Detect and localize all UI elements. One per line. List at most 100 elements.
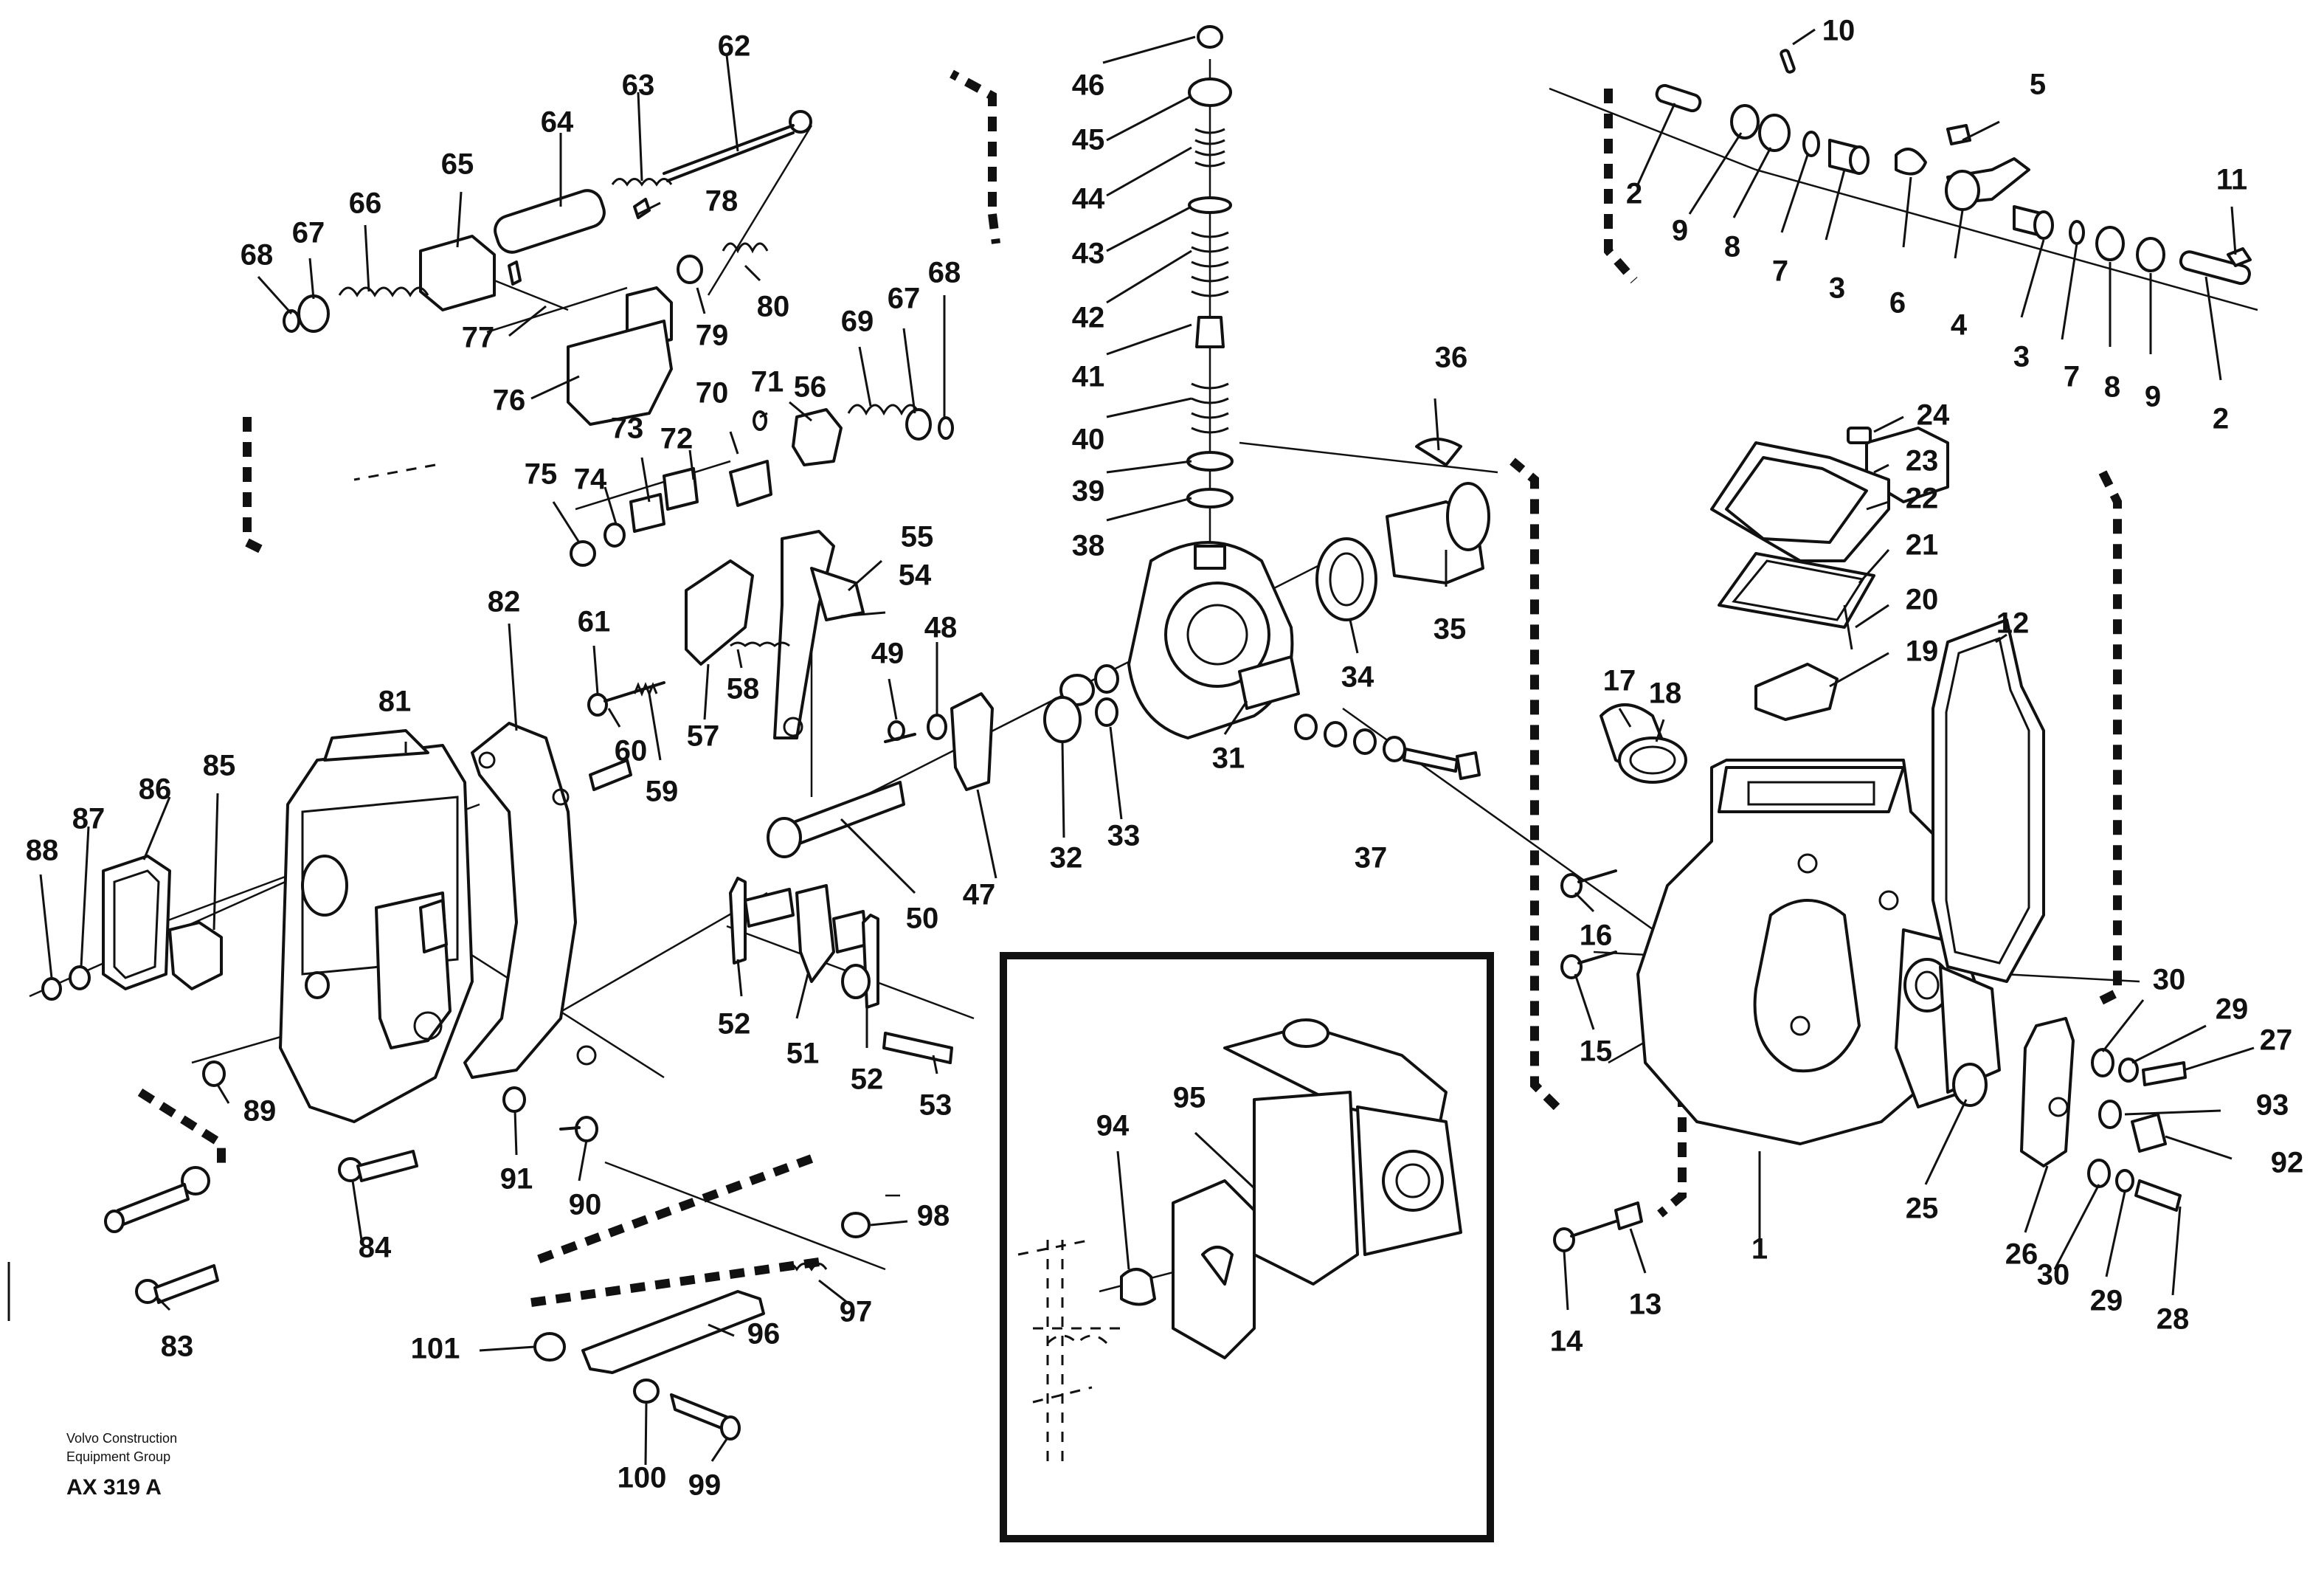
housing-gasket (1932, 618, 2045, 983)
part-label: 17 (1603, 665, 1636, 697)
part-label: 92 (2271, 1147, 2304, 1179)
part-label: 53 (919, 1089, 952, 1122)
part-label: 30 (2037, 1259, 2070, 1291)
part-label: 100 (618, 1462, 667, 1494)
part-label: 66 (349, 187, 382, 220)
part-label: 99 (688, 1469, 722, 1502)
part-label: 24 (1917, 399, 1950, 432)
pump-housing (1636, 759, 2001, 1145)
grouping-brackets (137, 69, 2122, 1307)
part-label: 8 (2104, 371, 2120, 404)
part-label: 50 (906, 903, 939, 935)
part-label: 67 (888, 283, 921, 315)
part-label: 46 (1072, 69, 1105, 102)
part-label: 91 (500, 1163, 533, 1196)
part-label: 82 (488, 586, 521, 618)
part-label: 62 (718, 30, 751, 63)
part-label: 52 (718, 1008, 751, 1041)
part-label: 74 (574, 463, 607, 496)
part-label: 23 (1906, 445, 1939, 477)
camshaft-assembly (1655, 49, 2252, 286)
part-label: 3 (1829, 272, 1845, 305)
part-label: 8 (1724, 231, 1740, 263)
part-label: 11 (2216, 164, 2247, 196)
part-label: 48 (924, 612, 958, 644)
part-label: 79 (696, 320, 729, 352)
part-label: 7 (1772, 255, 1788, 288)
part-label: 43 (1072, 238, 1105, 270)
part-label: 94 (1096, 1110, 1130, 1142)
part-label: 13 (1629, 1289, 1662, 1321)
part-label: 97 (840, 1296, 873, 1328)
rotor-housing (1059, 438, 1490, 739)
part-label: 25 (1906, 1193, 1939, 1225)
leader-lines (39, 28, 2255, 1466)
part-label: 64 (541, 106, 574, 139)
part-label: 84 (359, 1232, 392, 1264)
part-label: 1 (1751, 1233, 1768, 1266)
footer-credit: Volvo Construction Equipment Group AX 31… (66, 1431, 177, 1500)
part-label: 83 (161, 1331, 194, 1363)
part-number-labels: 1 2 2 3 3 4 5 6 7 7 8 8 9 9 10 11 12 13 … (26, 15, 2304, 1502)
part-label: 18 (1649, 677, 1682, 710)
part-label: 34 (1341, 661, 1374, 694)
lower-linkage (729, 877, 953, 1064)
part-label: 29 (2216, 993, 2249, 1026)
part-label: 20 (1906, 584, 1939, 616)
part-label: 96 (747, 1318, 781, 1350)
drawing-code: AX 319 A (66, 1475, 162, 1500)
part-label: 37 (1355, 842, 1388, 874)
part-label: 71 (751, 366, 784, 399)
part-label: 77 (462, 322, 495, 354)
governor-housing (41, 722, 598, 1304)
right-small-parts (1553, 703, 2187, 1252)
company-name-line2: Equipment Group (66, 1449, 170, 1464)
part-label: 70 (696, 377, 729, 410)
part-label: 52 (851, 1063, 884, 1096)
part-label: 51 (786, 1038, 820, 1070)
part-label: 16 (1580, 920, 1613, 952)
part-label: 9 (1672, 215, 1688, 247)
part-label: 32 (1050, 842, 1083, 874)
part-label: 22 (1906, 483, 1939, 515)
part-label: 93 (2256, 1089, 2289, 1122)
part-label: 57 (687, 720, 720, 753)
part-label: 15 (1580, 1035, 1613, 1068)
part-label: 33 (1107, 820, 1141, 852)
inset-detail (1000, 952, 1494, 1542)
part-label: 3 (2013, 341, 2030, 373)
lever-assembly (587, 530, 1118, 858)
part-label: 30 (2153, 964, 2186, 996)
part-label: 67 (292, 217, 325, 249)
part-label: 59 (646, 776, 679, 808)
part-label: 88 (26, 835, 59, 867)
part-label: 6 (1889, 287, 1906, 320)
part-label: 81 (378, 686, 412, 718)
part-label: 68 (928, 257, 961, 289)
part-label: 90 (569, 1189, 602, 1221)
part-label: 14 (1550, 1325, 1583, 1358)
part-label: 72 (660, 423, 694, 455)
part-label: 65 (441, 148, 474, 181)
governor-spring-assembly (283, 110, 954, 567)
part-label: 35 (1434, 613, 1467, 646)
company-name-line1: Volvo Construction (66, 1431, 177, 1446)
part-label: 87 (72, 803, 106, 835)
part-label: 2 (2213, 403, 2229, 435)
part-label: 36 (1435, 342, 1468, 374)
part-label: 10 (1822, 15, 1856, 47)
part-label: 2 (1626, 178, 1642, 210)
part-label: 39 (1072, 475, 1105, 508)
part-label: 5 (2030, 69, 2046, 101)
part-label: 47 (963, 879, 996, 911)
part-label: 76 (493, 384, 526, 417)
part-label: 86 (139, 773, 172, 806)
part-label: 55 (901, 521, 934, 553)
bracket-assembly (533, 1212, 871, 1441)
part-label: 95 (1173, 1082, 1206, 1114)
part-label: 101 (411, 1333, 460, 1365)
part-label: 21 (1906, 529, 1939, 562)
part-label: 44 (1072, 183, 1105, 215)
part-label: 7 (2064, 361, 2080, 393)
